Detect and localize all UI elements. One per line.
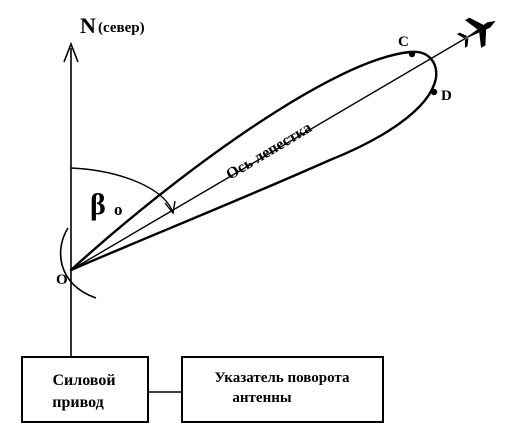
angle-subscript-label: о xyxy=(114,200,123,219)
origin-label: O xyxy=(56,272,68,288)
north-arrowhead xyxy=(63,41,79,63)
airplane-icon xyxy=(456,17,496,48)
north-label: N xyxy=(80,13,96,38)
lobe-axis-line xyxy=(70,37,467,271)
angle-arrowhead xyxy=(164,200,176,215)
point-d-label: D xyxy=(441,88,452,104)
rotation-indicator-label-line1: Указатель поворота xyxy=(215,370,350,386)
north-note-label: (север) xyxy=(98,20,145,36)
rotation-indicator-label-line2: антенны xyxy=(232,390,291,406)
point-c-label: C xyxy=(398,34,409,50)
point-c-marker xyxy=(408,50,416,58)
angle-arc xyxy=(70,167,173,211)
angle-label: β xyxy=(90,188,106,221)
antenna-lobe xyxy=(69,50,438,272)
power-drive-label-line2: привод xyxy=(52,394,104,411)
point-d-marker xyxy=(430,88,438,96)
power-drive-label-line1: Силовой xyxy=(52,372,115,389)
origin-arc xyxy=(59,227,97,299)
rotation-indicator-block xyxy=(181,356,384,423)
power-drive-block xyxy=(21,356,149,423)
